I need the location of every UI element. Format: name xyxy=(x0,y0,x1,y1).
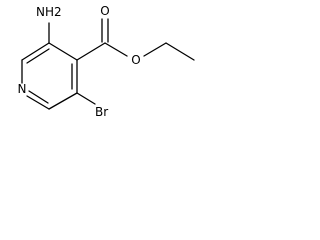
ring-nitrogen-label: N xyxy=(18,82,27,96)
bond-c2-c3-inner xyxy=(26,48,50,64)
bond-ch2-ch3 xyxy=(165,42,195,61)
bond-carbonyl-oxygen xyxy=(104,42,128,57)
bond-c6-n1 xyxy=(26,95,50,110)
carbonyl-oxygen-label: O xyxy=(100,4,109,18)
chemical-structure: NH2 N O O Br xyxy=(18,4,195,119)
bromine-label: Br xyxy=(95,105,108,119)
ester-group xyxy=(101,18,195,61)
bond-c2-c3 xyxy=(21,42,50,61)
bond-c6-n1-inner xyxy=(28,90,49,104)
pyridine-ring xyxy=(21,42,78,110)
bond-c4-carbonyl xyxy=(76,42,106,61)
amino-label: NH2 xyxy=(36,5,62,19)
bond-oxygen-ch2 xyxy=(143,42,167,57)
ester-oxygen-label: O xyxy=(131,53,140,67)
bond-c5-c6 xyxy=(48,92,78,110)
bond-c3-c4 xyxy=(48,42,78,61)
bond-c5-br xyxy=(76,92,96,105)
